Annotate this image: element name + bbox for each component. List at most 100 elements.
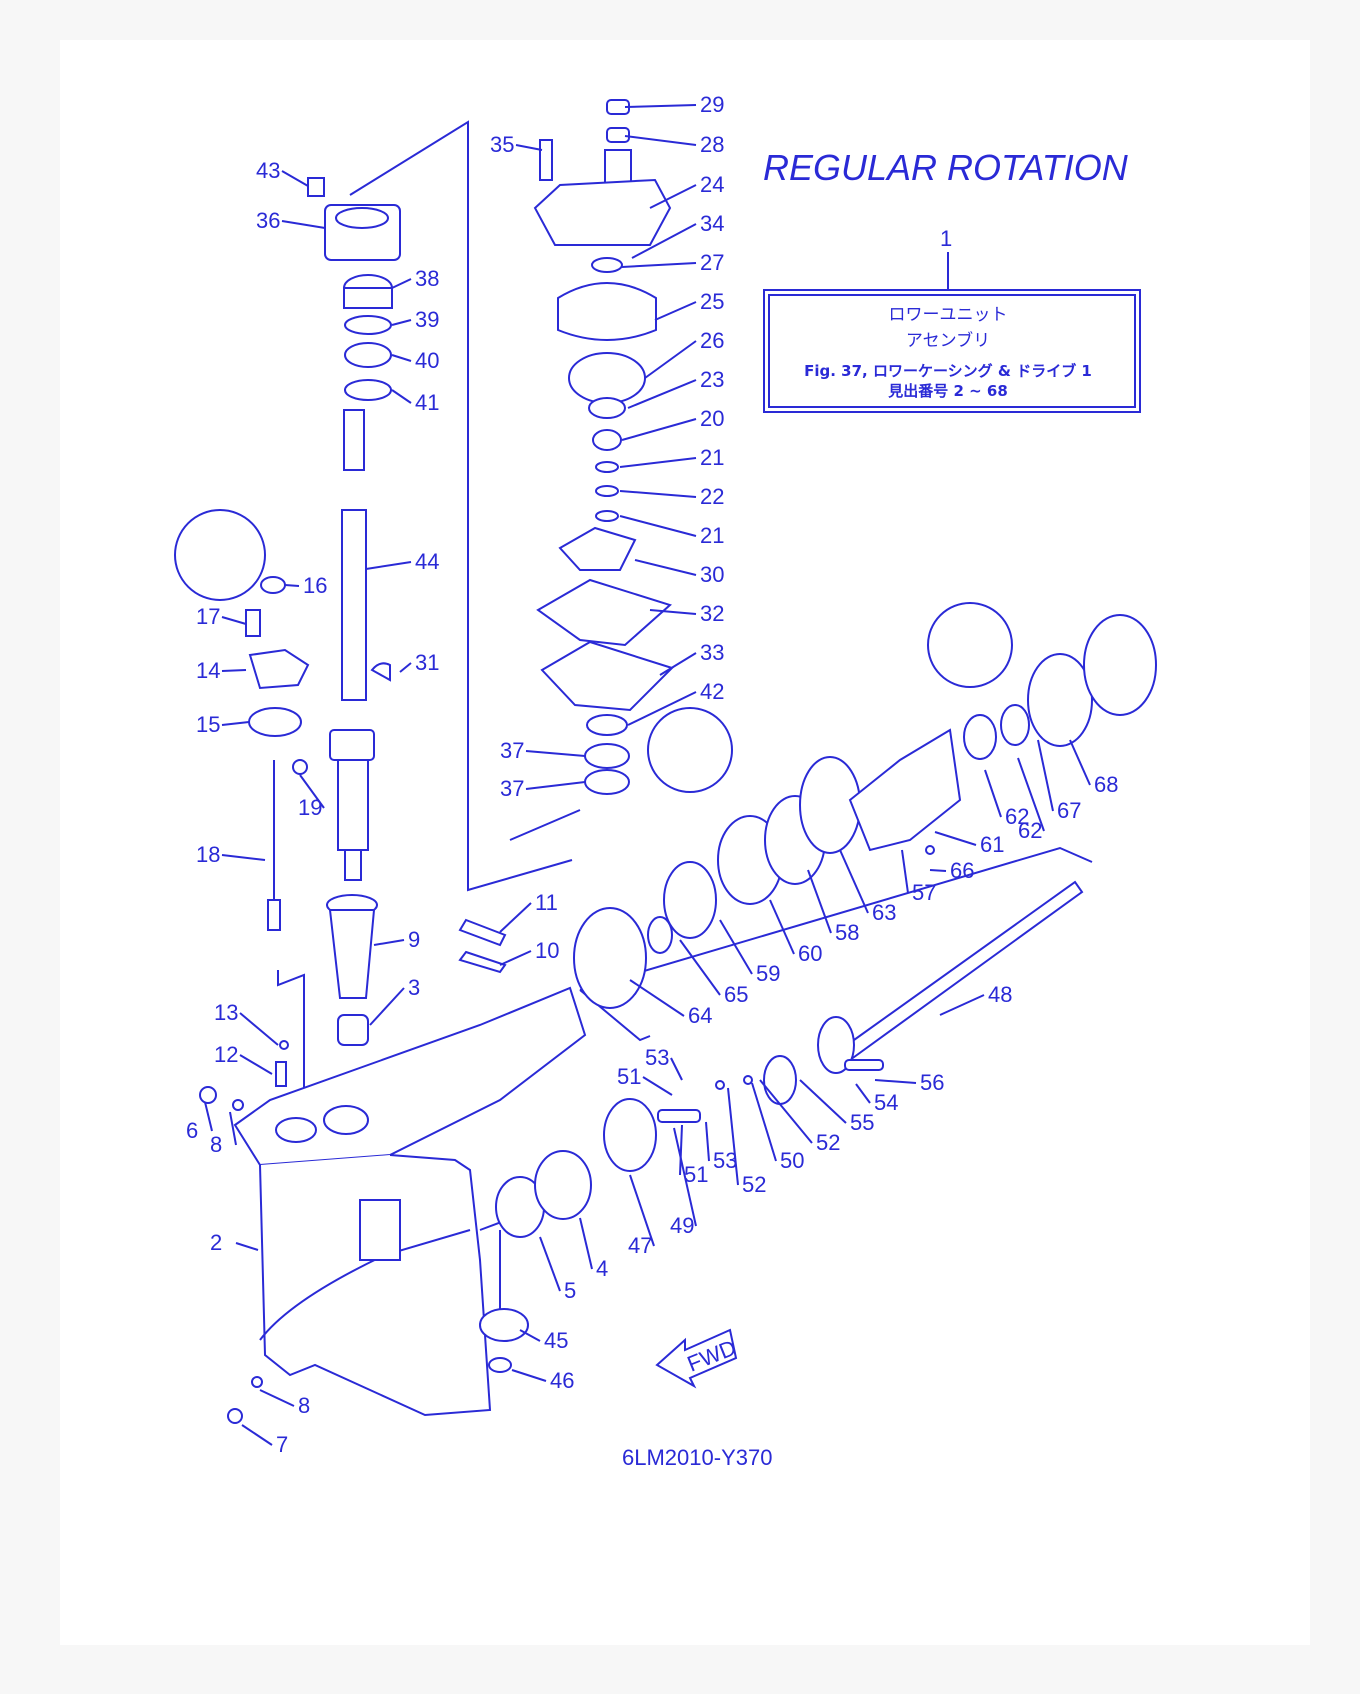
callout-leader-line xyxy=(627,691,697,726)
callout-leader-line xyxy=(629,979,685,1017)
callout-leader-line xyxy=(705,1121,710,1162)
part-callout-number: 65 xyxy=(724,982,748,1007)
part-callout-number: 10 xyxy=(535,938,559,963)
part-callout-number: 34 xyxy=(700,211,724,236)
callout-leader-line xyxy=(759,1079,813,1144)
part-callouts: 2928352434272526232021222130323342373743… xyxy=(186,92,1118,1457)
info-box-line-3: Fig. 37, ロワーケーシング & ドライブ 1 xyxy=(804,362,1092,380)
callout-leader-line xyxy=(499,950,532,966)
callout-leader-line xyxy=(239,1012,279,1046)
parts-diagram-sheet: REGULAR ROTATION 1 ロワーユニット アセンブリ Fig. 37… xyxy=(60,40,1310,1645)
part-callout-number: 18 xyxy=(196,842,220,867)
callout-leader-line xyxy=(281,220,326,229)
callout-leader-line xyxy=(1017,757,1045,832)
callout-leader-line xyxy=(629,1174,655,1247)
part-callout-number: 21 xyxy=(700,445,724,470)
reverse-gear-housing-group xyxy=(573,602,1157,1009)
part-callout-number: 21 xyxy=(700,523,724,548)
callout-leader-line xyxy=(649,609,697,615)
callout-leader-line xyxy=(221,669,247,672)
part-callout-number: 51 xyxy=(684,1162,708,1187)
part-callout-number: 38 xyxy=(415,266,439,291)
callout-leader-line xyxy=(659,652,697,676)
callout-leader-line xyxy=(299,774,325,809)
callout-leader-line xyxy=(525,781,586,790)
part-callout-number: 43 xyxy=(256,158,280,183)
callout-leader-line xyxy=(1037,739,1054,812)
callout-leader-line xyxy=(259,1389,295,1407)
part-callout-number: 16 xyxy=(303,573,327,598)
part-callout-number: 53 xyxy=(713,1148,737,1173)
callout-leader-line xyxy=(511,1369,547,1382)
callout-leader-line xyxy=(579,1217,593,1270)
part-callout-number: 37 xyxy=(500,738,524,763)
part-callout-number: 67 xyxy=(1057,798,1081,823)
callout-leader-line xyxy=(221,854,266,861)
part-callout-number: 2 xyxy=(210,1230,222,1255)
part-callout-number: 5 xyxy=(564,1278,576,1303)
callout-leader-line xyxy=(631,223,697,259)
callout-leader-line xyxy=(799,1079,847,1124)
callout-leader-line xyxy=(284,584,300,587)
callout-leader-line xyxy=(679,1124,683,1176)
callout-leader-line xyxy=(679,939,721,996)
forward-direction-arrow: FWD xyxy=(655,1328,739,1389)
part-callout-number: 33 xyxy=(700,640,724,665)
part-callout-number: 48 xyxy=(988,982,1012,1007)
part-callout-number: 58 xyxy=(835,920,859,945)
drawing-code-caption: 6LM2010-Y370 xyxy=(622,1445,772,1470)
part-callout-number: 27 xyxy=(700,250,724,275)
water-pump-assembly xyxy=(533,99,674,795)
part-callout-number: 68 xyxy=(1094,772,1118,797)
part-callout-number: 12 xyxy=(214,1042,238,1067)
callout-leader-line xyxy=(751,1082,777,1162)
callout-leader-line xyxy=(1069,739,1091,786)
part-callout-number: 54 xyxy=(874,1090,898,1115)
assembly-ref-number: 1 xyxy=(940,226,952,251)
part-callout-number: 29 xyxy=(700,92,724,117)
info-box-line-4: 見出番号 2 ~ 68 xyxy=(887,382,1008,400)
part-callout-number: 66 xyxy=(950,858,974,883)
callout-leader-line xyxy=(621,418,697,441)
part-callout-number: 64 xyxy=(688,1003,712,1028)
info-box-line-2: アセンブリ xyxy=(906,330,990,351)
callout-leader-line xyxy=(525,750,586,757)
callout-leader-line xyxy=(619,490,697,498)
part-callout-number: 24 xyxy=(700,172,724,197)
callout-leader-line xyxy=(221,616,247,625)
propeller-shaft-group xyxy=(715,880,1084,1105)
callout-leader-line xyxy=(929,869,947,872)
callout-leader-line xyxy=(391,278,412,289)
shaft-bushing-group xyxy=(326,894,507,1046)
info-box-line-1: ロワーユニット xyxy=(889,305,1008,325)
part-callout-number: 17 xyxy=(196,604,220,629)
part-callout-number: 56 xyxy=(920,1070,944,1095)
callout-leader-line xyxy=(241,1424,273,1446)
part-callout-number: 44 xyxy=(415,549,439,574)
callout-leader-line xyxy=(807,869,832,934)
part-callout-number: 39 xyxy=(415,307,439,332)
callout-leader-line xyxy=(624,104,697,108)
callout-leader-line xyxy=(934,831,977,846)
shift-rod-assembly xyxy=(174,509,391,931)
part-callout-number: 22 xyxy=(700,484,724,509)
callout-leader-line xyxy=(874,1079,917,1084)
callout-leader-line xyxy=(727,1087,739,1186)
exploded-parts-diagram: REGULAR ROTATION 1 ロワーユニット アセンブリ Fig. 37… xyxy=(174,92,1157,1470)
part-callout-number: 11 xyxy=(535,890,558,915)
part-callout-number: 8 xyxy=(210,1132,222,1157)
part-callout-number: 30 xyxy=(700,562,724,587)
part-callout-number: 53 xyxy=(645,1045,669,1070)
part-callout-number: 7 xyxy=(276,1432,288,1457)
callout-leader-line xyxy=(654,301,697,321)
part-callout-number: 46 xyxy=(550,1368,574,1393)
part-callout-number: 52 xyxy=(816,1130,840,1155)
pinion-gear-group xyxy=(479,1098,701,1373)
callout-leader-line xyxy=(281,170,309,187)
callout-leader-line xyxy=(719,919,753,975)
part-callout-number: 40 xyxy=(415,348,439,373)
part-callout-number: 60 xyxy=(798,941,822,966)
callout-leader-line xyxy=(391,389,412,404)
part-callout-number: 3 xyxy=(408,975,420,1000)
part-callout-number: 47 xyxy=(628,1233,652,1258)
